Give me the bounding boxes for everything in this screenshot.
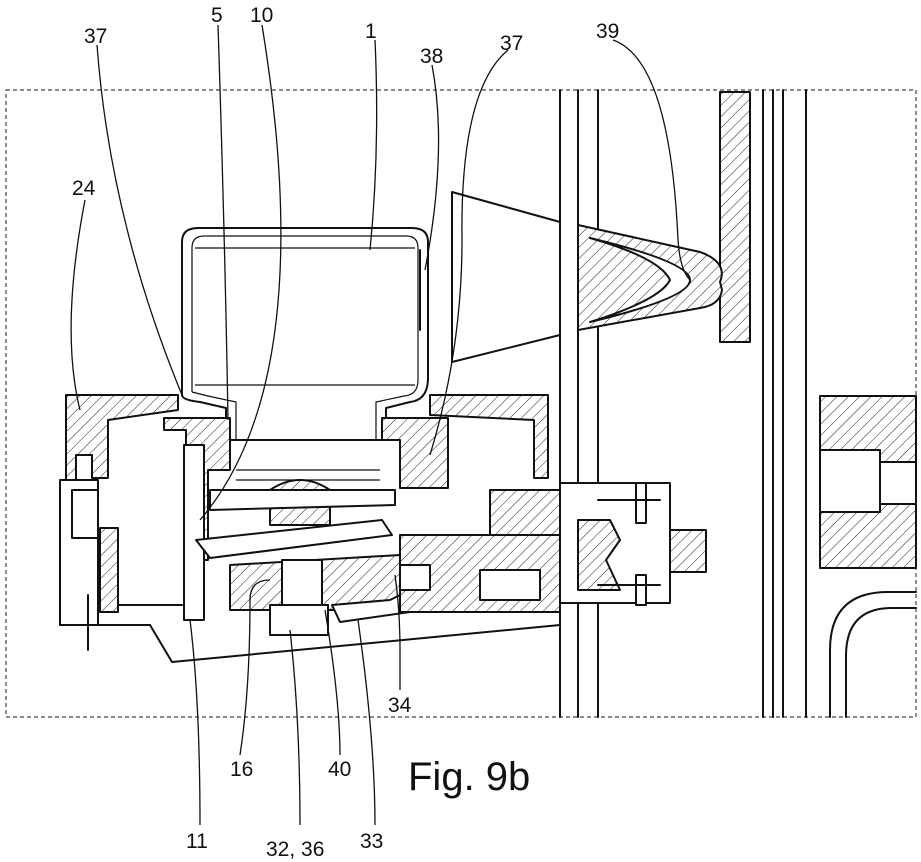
label-37-left: 37 xyxy=(84,25,107,48)
label-40: 40 xyxy=(328,758,351,781)
label-1: 1 xyxy=(365,20,377,43)
label-11: 11 xyxy=(186,830,208,853)
label-34: 34 xyxy=(388,694,412,717)
figure-caption: Fig. 9b xyxy=(408,755,530,799)
rail-bar xyxy=(720,92,750,342)
right-mechanism xyxy=(820,396,916,717)
label-16: 16 xyxy=(230,758,253,781)
label-38: 38 xyxy=(420,45,443,68)
shaft xyxy=(560,483,706,605)
label-5: 5 xyxy=(211,4,223,27)
vertical-rails xyxy=(560,90,806,717)
label-33: 33 xyxy=(360,830,383,853)
label-39: 39 xyxy=(596,20,619,43)
label-32-36: 32, 36 xyxy=(266,838,324,861)
cone-element xyxy=(452,192,722,362)
container xyxy=(182,228,428,440)
label-24: 24 xyxy=(72,177,96,200)
label-10: 10 xyxy=(250,4,273,27)
label-37-right: 37 xyxy=(500,32,523,55)
